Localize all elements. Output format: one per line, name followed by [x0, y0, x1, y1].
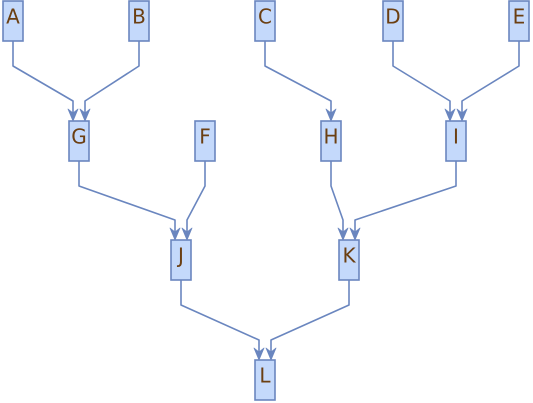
arrowhead-icon	[67, 108, 79, 122]
edge-line	[186, 160, 206, 239]
edge-line	[270, 279, 350, 359]
edge-line	[78, 160, 176, 239]
node-label: K	[342, 244, 356, 268]
edge-line	[354, 160, 457, 239]
node-box	[382, 0, 404, 42]
edge-line	[264, 40, 332, 120]
node-label: F	[199, 125, 211, 149]
arrowhead-icon	[253, 347, 265, 361]
node-box	[338, 239, 360, 281]
node-a: A	[2, 0, 24, 42]
node-i: I	[445, 120, 467, 162]
node-e: E	[508, 0, 530, 42]
node-box	[254, 0, 276, 42]
node-box	[194, 120, 216, 162]
node-box	[254, 359, 276, 401]
node-l: L	[254, 359, 276, 401]
node-label: E	[513, 5, 526, 29]
edge-j-to-l	[180, 279, 265, 361]
node-label: J	[176, 244, 184, 268]
arrowhead-icon	[325, 108, 337, 122]
node-box	[170, 239, 192, 281]
arrowhead-icon	[349, 227, 361, 241]
arrowhead-icon	[444, 108, 456, 122]
edge-e-to-i	[456, 40, 520, 122]
node-box	[320, 120, 342, 162]
node-d: D	[382, 0, 404, 42]
arrowhead-icon	[337, 227, 349, 241]
edge-b-to-g	[79, 40, 140, 122]
arrowhead-icon	[456, 108, 468, 122]
node-label: A	[6, 5, 20, 29]
node-f: F	[194, 120, 216, 162]
node-g: G	[68, 120, 90, 162]
node-box	[508, 0, 530, 42]
node-k: K	[338, 239, 360, 281]
node-box	[445, 120, 467, 162]
node-h: H	[320, 120, 342, 162]
node-box	[2, 0, 24, 42]
node-box	[128, 0, 150, 42]
node-label: D	[385, 5, 400, 29]
node-label: H	[323, 125, 338, 149]
node-j: J	[170, 239, 192, 281]
edge-d-to-i	[392, 40, 456, 122]
node-label: C	[258, 5, 272, 29]
edge-c-to-h	[264, 40, 337, 122]
edges-layer	[12, 40, 520, 361]
edge-k-to-l	[265, 279, 350, 361]
edge-line	[180, 279, 260, 359]
node-box	[68, 120, 90, 162]
edge-i-to-k	[349, 160, 457, 241]
edge-a-to-g	[12, 40, 79, 122]
edge-line	[12, 40, 74, 120]
node-label: G	[71, 125, 87, 149]
node-label: L	[259, 364, 271, 388]
edge-line	[84, 40, 140, 120]
node-c: C	[254, 0, 276, 42]
arrowhead-icon	[181, 227, 193, 241]
edge-g-to-j	[78, 160, 181, 241]
edge-f-to-j	[181, 160, 206, 241]
arrowhead-icon	[265, 347, 277, 361]
edge-line	[330, 160, 344, 239]
edge-h-to-k	[330, 160, 349, 241]
arrowhead-icon	[79, 108, 91, 122]
edge-line	[461, 40, 520, 120]
node-label: B	[132, 5, 146, 29]
edge-line	[392, 40, 451, 120]
node-b: B	[128, 0, 150, 42]
node-label: I	[453, 125, 459, 149]
arrowhead-icon	[169, 227, 181, 241]
